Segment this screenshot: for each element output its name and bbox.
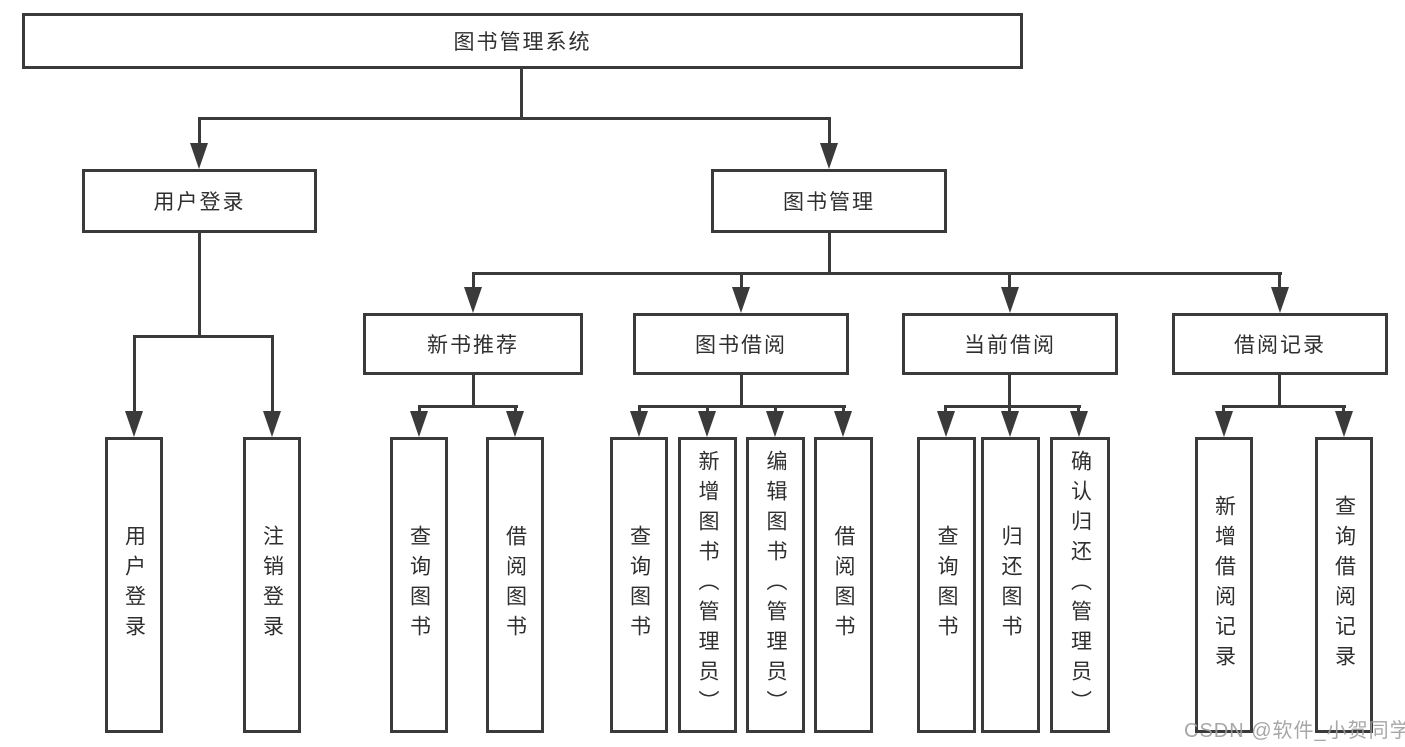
leaf-query-books-recommend: 查询图书: [390, 437, 448, 733]
line: [1008, 375, 1011, 408]
line: [520, 69, 523, 119]
leaf-confirm-return-admin: 确认归还（管理员）: [1050, 437, 1110, 733]
arrow-down-icon: [506, 411, 524, 437]
node-book-management: 图书管理: [711, 169, 947, 233]
node-label: 借阅图书: [503, 525, 527, 645]
line: [198, 117, 201, 147]
line: [472, 272, 475, 292]
arrow-down-icon: [1335, 411, 1353, 437]
node-label: 借阅图书: [832, 525, 855, 645]
arrow-down-icon: [1001, 411, 1019, 437]
line: [133, 335, 274, 338]
csdn-watermark: CSDN @软件_小贺同学: [1184, 720, 1405, 742]
node-label: 新书推荐: [427, 334, 519, 357]
node-label: 借阅记录: [1234, 334, 1326, 357]
arrow-down-icon: [937, 411, 955, 437]
arrow-down-icon: [732, 287, 750, 313]
arrow-down-icon: [630, 411, 648, 437]
node-label: 查询图书: [627, 525, 651, 645]
line: [828, 117, 831, 147]
node-label: 归还图书: [999, 525, 1022, 645]
line: [944, 405, 1081, 408]
node-label: 查询图书: [935, 525, 958, 645]
leaf-borrow-books-recommend: 借阅图书: [486, 437, 544, 733]
node-label: 查询图书: [407, 525, 431, 645]
arrow-down-icon: [464, 287, 482, 313]
node-borrowing-records: 借阅记录: [1172, 313, 1388, 375]
leaf-query-books-current: 查询图书: [917, 437, 976, 733]
line: [1008, 272, 1011, 292]
node-label: 编辑图书（管理员）: [764, 450, 787, 720]
node-label: 查询借阅记录: [1332, 495, 1356, 675]
node-library-management-system: 图书管理系统: [22, 13, 1023, 69]
node-label: 图书管理: [783, 191, 875, 214]
node-label: 确认归还（管理员）: [1068, 450, 1092, 720]
line: [472, 375, 475, 408]
arrow-down-icon: [820, 143, 838, 169]
arrow-down-icon: [125, 411, 143, 437]
leaf-query-borrow-record: 查询借阅记录: [1315, 437, 1373, 733]
leaf-logout: 注销登录: [243, 437, 301, 733]
arrow-down-icon: [190, 143, 208, 169]
arrow-down-icon: [1001, 287, 1019, 313]
line: [198, 233, 201, 338]
arrow-down-icon: [834, 411, 852, 437]
node-book-borrowing: 图书借阅: [633, 313, 849, 375]
node-label: 新增图书（管理员）: [696, 450, 719, 720]
node-user-login: 用户登录: [82, 169, 317, 233]
node-new-book-recommendation: 新书推荐: [363, 313, 583, 375]
node-current-borrowing: 当前借阅: [902, 313, 1118, 375]
line: [1278, 375, 1281, 408]
arrow-down-icon: [410, 411, 428, 437]
line: [1222, 405, 1346, 408]
arrow-down-icon: [1271, 287, 1289, 313]
arrow-down-icon: [766, 411, 784, 437]
line: [828, 233, 831, 275]
node-label: 新增借阅记录: [1212, 495, 1236, 675]
node-label: 注销登录: [260, 525, 284, 645]
line: [418, 405, 518, 408]
leaf-user-login: 用户登录: [105, 437, 163, 733]
line: [198, 117, 831, 120]
leaf-add-book-admin: 新增图书（管理员）: [678, 437, 737, 733]
line: [472, 272, 1282, 275]
arrow-down-icon: [1215, 411, 1233, 437]
line: [1278, 272, 1281, 292]
leaf-add-borrow-record: 新增借阅记录: [1195, 437, 1253, 733]
arrow-down-icon: [263, 411, 281, 437]
leaf-query-books-borrowing: 查询图书: [610, 437, 668, 733]
node-label: 图书管理系统: [453, 31, 592, 54]
line: [740, 272, 743, 292]
leaf-borrow-books: 借阅图书: [814, 437, 873, 733]
line: [133, 335, 136, 415]
arrow-down-icon: [1070, 411, 1088, 437]
node-label: 当前借阅: [964, 334, 1056, 357]
leaf-edit-book-admin: 编辑图书（管理员）: [746, 437, 805, 733]
node-label: 图书借阅: [695, 334, 787, 357]
node-label: 用户登录: [122, 525, 146, 645]
line: [740, 375, 743, 408]
line: [638, 405, 846, 408]
line: [271, 335, 274, 415]
node-label: 用户登录: [153, 191, 246, 214]
arrow-down-icon: [698, 411, 716, 437]
leaf-return-book: 归还图书: [981, 437, 1040, 733]
